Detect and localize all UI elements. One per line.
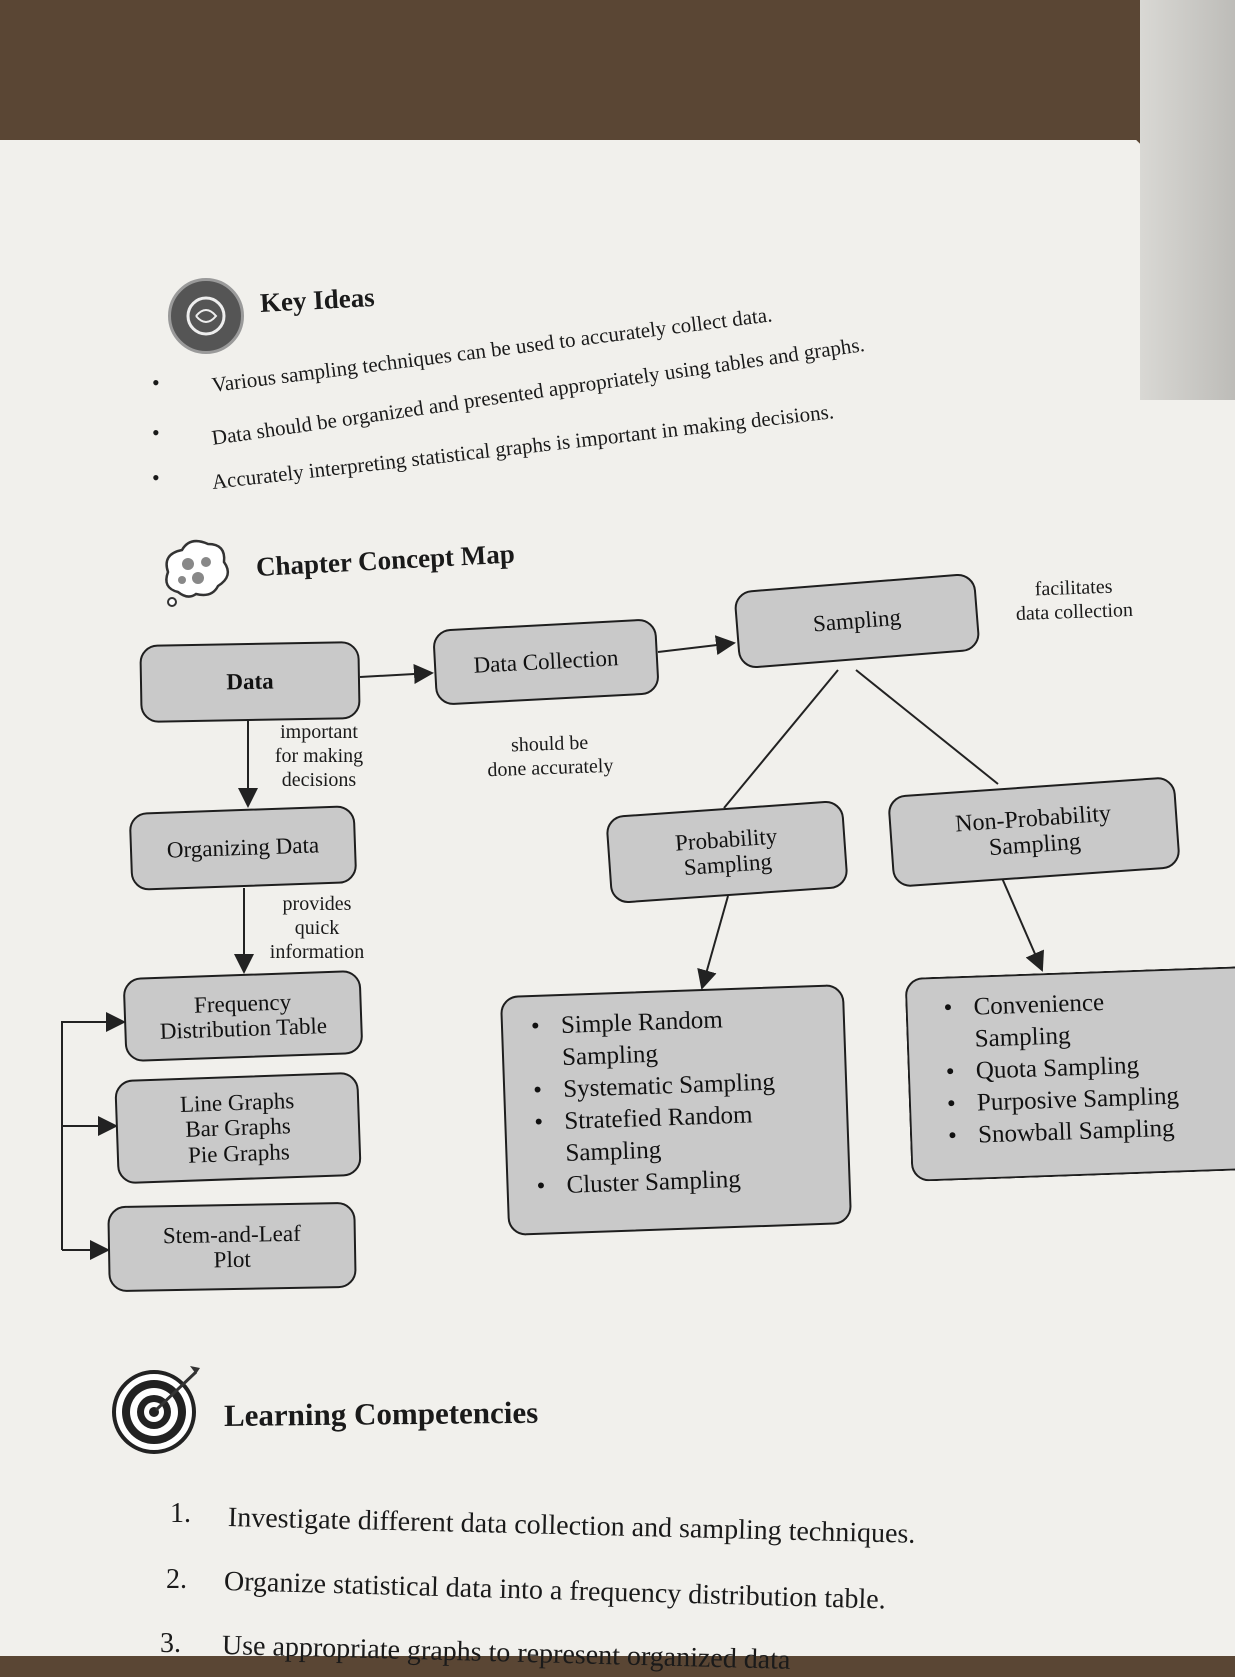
label-provides-line-3: information [269, 941, 365, 963]
node-frequency-line-2: Distribution Table [159, 1013, 328, 1044]
label-facilitates: facilitates data collection [983, 573, 1165, 627]
competency-number: 3. [160, 1628, 181, 1659]
label-provides: provides quick information [252, 892, 382, 964]
competency-number: 2. [166, 1564, 187, 1595]
brain-icon [168, 278, 244, 354]
non-probability-methods-list: ConvenienceSamplingQuota SamplingPurposi… [943, 985, 1181, 1153]
node-stem-leaf-line-2: Plot [213, 1246, 251, 1273]
page-curl [1140, 0, 1235, 400]
target-icon [110, 1362, 204, 1456]
label-important-line-2: for making [274, 745, 364, 767]
node-organizing-data-label: Organizing Data [166, 832, 320, 863]
node-probability-methods: Simple RandomSamplingSystematic Sampling… [499, 984, 853, 1236]
node-non-probability-line-2: Sampling [988, 828, 1082, 862]
label-provides-line-2: quick [294, 917, 340, 939]
learning-competencies-heading: Learning Competencies [223, 1394, 539, 1433]
node-graphs-line-2: Bar Graphs [184, 1113, 292, 1143]
label-accurately: should be done accurately [469, 729, 631, 783]
competency-number: 1. [170, 1498, 191, 1529]
node-data: Data [139, 641, 361, 723]
node-sampling-label: Sampling [812, 604, 902, 637]
node-data-label: Data [226, 668, 274, 695]
bullet: • [152, 465, 160, 490]
node-probability-line-2: Sampling [683, 848, 773, 881]
label-provides-line-1: provides [282, 893, 352, 915]
label-important: important for making decisions [254, 720, 384, 792]
non_probability_methods-item: Snowball Sampling [978, 1112, 1181, 1151]
node-stem-leaf-line-1: Stem-and-Leaf [162, 1220, 301, 1248]
node-frequency-line-1: Frequency [193, 989, 292, 1018]
node-non-probability-methods: ConvenienceSamplingQuota SamplingPurposi… [904, 966, 1235, 1182]
node-organizing-data: Organizing Data [128, 805, 358, 891]
label-important-line-3: decisions [281, 769, 357, 791]
probability_methods-item: Cluster Sampling [566, 1162, 779, 1201]
node-data-collection: Data Collection [432, 618, 660, 706]
probability-methods-list: Simple RandomSamplingSystematic Sampling… [530, 1003, 778, 1203]
node-graphs-line-3: Pie Graphs [187, 1138, 291, 1168]
label-important-line-1: important [280, 721, 358, 743]
bullet: • [152, 420, 160, 445]
thought-cloud-icon [158, 534, 234, 610]
node-data-collection-label: Data Collection [472, 645, 620, 679]
bullet: • [152, 370, 160, 395]
